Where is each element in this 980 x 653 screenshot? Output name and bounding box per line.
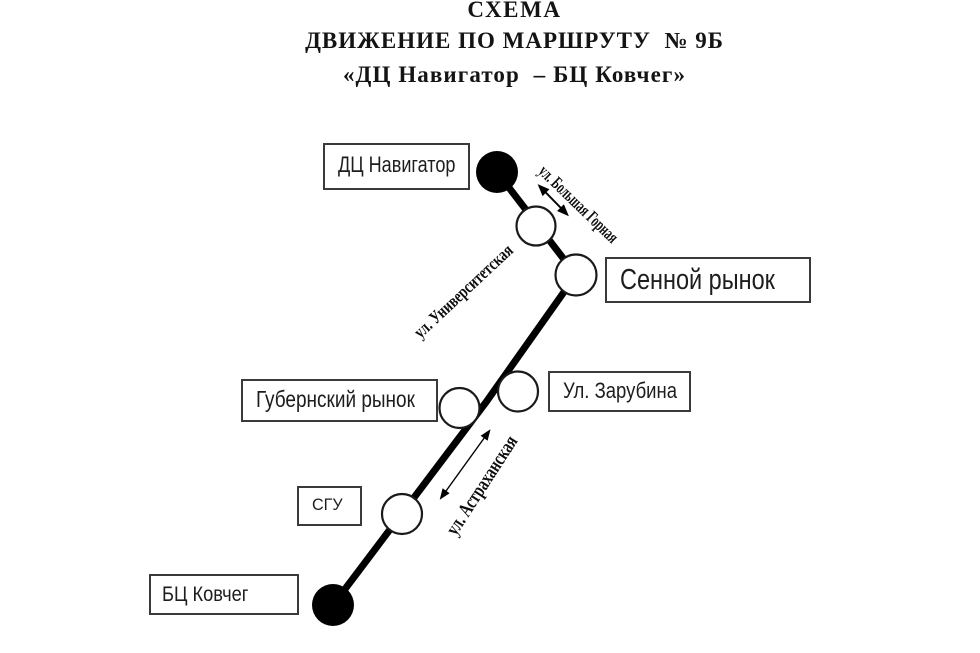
svg-text:ул. Университетская: ул. Университетская: [410, 240, 517, 342]
